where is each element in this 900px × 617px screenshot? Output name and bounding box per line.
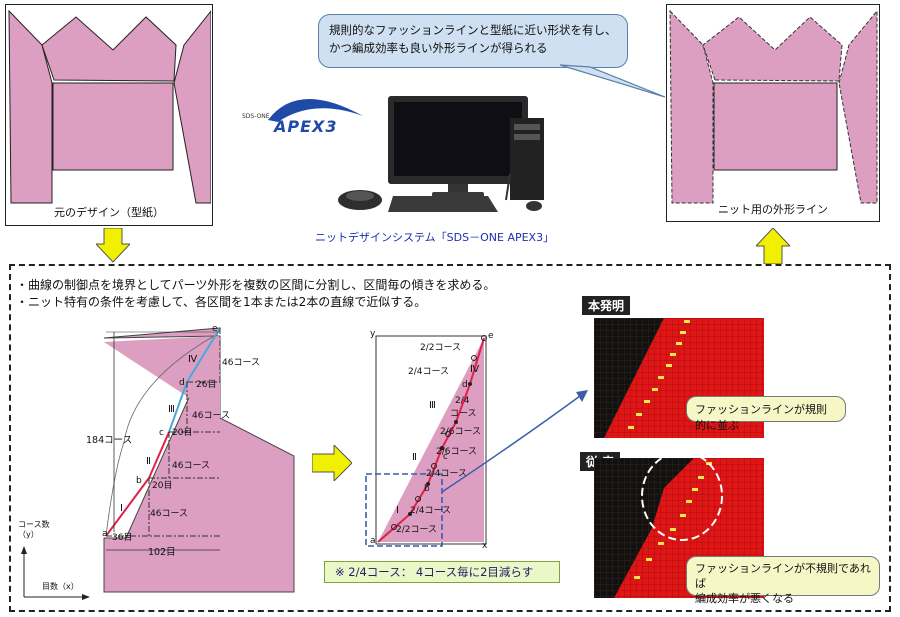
stitch-label-3: 20目 — [172, 428, 193, 438]
conventional-bubble-line-2: 編成効率が悪くなる — [695, 592, 794, 605]
original-pattern-shape — [8, 9, 211, 204]
apex3-logo: SDS-ONE APEX3 — [238, 80, 368, 140]
course-label-4: 46コース — [222, 358, 261, 368]
original-design-caption: 元のデザイン（型紙） — [54, 206, 164, 219]
d2-label-1: 2/2コース — [420, 343, 462, 353]
point-d: d — [179, 378, 185, 388]
d2-label-6: 2/6コース — [436, 447, 478, 457]
method-region — [9, 264, 891, 612]
stitch-label-1: 36目 — [112, 533, 133, 543]
d2-point-b: b — [424, 484, 430, 494]
axis-y-label: コース数 （y） — [18, 520, 50, 539]
d2-label-7: 2/4コース — [426, 469, 468, 479]
apex3-swoosh-icon — [268, 98, 363, 122]
right-arrow-icon — [312, 445, 352, 481]
d2-axis-x: x — [482, 541, 488, 551]
course-label-3: 46コース — [192, 411, 231, 421]
result-callout: 規則的なファッションラインと型紙に近い形状を有し、 かつ編成効率も良い外形ライン… — [318, 14, 628, 68]
apex3-logo-big: APEX3 — [274, 117, 338, 136]
original-design-panel: 元のデザイン（型紙） — [5, 4, 213, 226]
d2-roman-IV: Ⅳ — [470, 364, 480, 375]
bullet-1: ・曲線の制御点を境界としてパーツ外形を複数の区間に分割し、区間毎の傾きを求める。 — [16, 278, 496, 292]
d2-label-5: 2/6コース — [440, 427, 482, 437]
d2-label-8: 2/4コース — [410, 506, 452, 516]
stitch-label-2: 20目 — [152, 481, 173, 491]
point-b: b — [136, 476, 142, 486]
segment-I: Ⅰ — [120, 503, 123, 514]
d2-axis-y: y — [370, 329, 376, 339]
d2-roman-II: Ⅱ — [412, 452, 417, 463]
d2-label-4: コース — [450, 409, 477, 419]
course-label-2: 46コース — [172, 461, 211, 471]
d2-point-a: a — [370, 536, 376, 546]
d2-label-3: 2/4 — [455, 396, 470, 406]
down-arrow-icon — [96, 228, 130, 263]
segment-II: Ⅱ — [146, 456, 151, 467]
course-label-1: 46コース — [150, 509, 189, 519]
segment-III: Ⅲ — [168, 404, 175, 415]
invention-title: 本発明 — [582, 296, 631, 315]
conventional-bubble-line-1: ファッションラインが不規則であれば — [695, 562, 871, 590]
course-note: ※ 2/4コース： 4コース毎に2目減らす — [324, 561, 560, 583]
curved-arrow-icon — [441, 390, 588, 493]
callout-line-2: かつ編成効率も良い外形ラインが得られる — [329, 41, 548, 55]
bullet-2: ・ニット特有の条件を考慮して、各区間を1本または2本の直線で近似する。 — [16, 295, 427, 309]
invention-bubble: ファッションラインが規則的に並ぶ — [686, 396, 846, 432]
point-e: e — [212, 324, 218, 334]
knit-outline-caption: ニット用の外形ライン — [718, 203, 828, 216]
approximated-shape-diagram — [365, 335, 487, 547]
width-label: 102目 — [148, 547, 176, 558]
apex3-logo-small: SDS-ONE — [242, 113, 270, 120]
system-caption: ニットデザインシステム「SDS－ONE APEX3」 — [315, 231, 555, 244]
d2-point-e: e — [488, 331, 494, 341]
sectioned-shape-diagram — [21, 327, 295, 600]
stitch-label-4: 26目 — [196, 380, 217, 390]
point-c: c — [159, 428, 164, 438]
height-label: 184コース — [86, 435, 133, 446]
conventional-bubble: ファッションラインが不規則であれば 編成効率が悪くなる — [686, 556, 880, 605]
d2-roman-I: Ⅰ — [396, 505, 399, 516]
knit-outline-panel: ニット用の外形ライン — [666, 4, 880, 222]
computer-workstation-icon — [338, 96, 544, 212]
up-arrow-icon — [756, 228, 790, 264]
segment-IV: Ⅳ — [188, 354, 198, 365]
d2-label-2: 2/4コース — [408, 367, 450, 377]
d2-roman-III: Ⅲ — [429, 400, 436, 411]
callout-pointer — [560, 64, 666, 98]
d2-point-d: d — [462, 380, 468, 390]
knit-outline-shape — [669, 9, 878, 204]
axis-x-label: 目数（x） — [42, 582, 79, 591]
d2-point-c: c — [443, 452, 448, 462]
callout-line-1: 規則的なファッションラインと型紙に近い形状を有し、 — [329, 23, 617, 37]
d2-label-9: 2/2コース — [396, 525, 438, 535]
point-a: a — [102, 529, 108, 539]
